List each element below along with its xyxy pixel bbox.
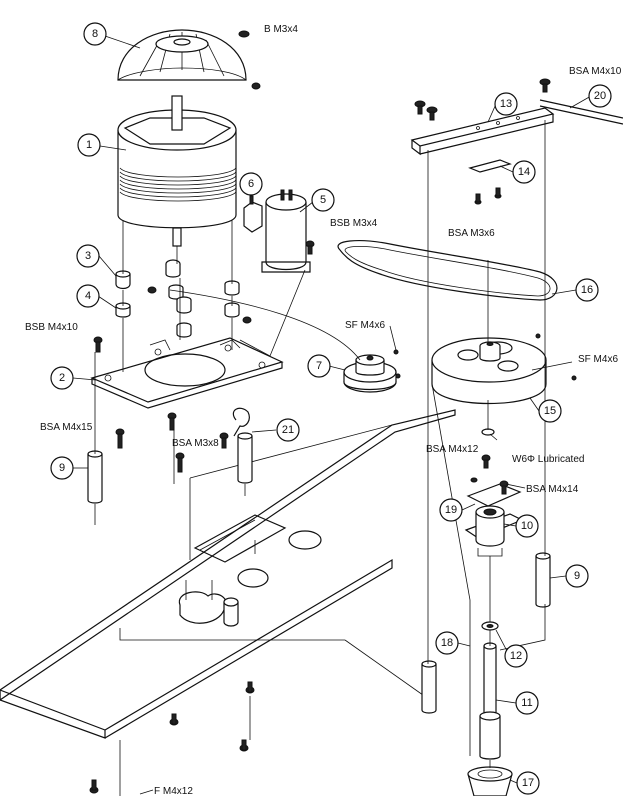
label-bsb-m3x4: BSB M3x4 — [330, 218, 378, 229]
callout-9-right-num: 9 — [574, 570, 580, 582]
callout-1-num: 1 — [86, 139, 92, 151]
base-plate — [0, 409, 456, 739]
capacitor — [261, 189, 311, 273]
cover-screw-bottom — [251, 82, 261, 90]
label-bsb-m4x10: BSB M4x10 — [25, 322, 78, 333]
callout-7-num: 7 — [316, 360, 322, 372]
label-bsa-m4x14: BSA M4x14 — [526, 484, 579, 495]
label-b-m3x4: B M3x4 — [264, 24, 298, 35]
callout-20: 20 — [588, 84, 612, 108]
callout-2: 2 — [50, 366, 74, 390]
bearing-housing — [464, 505, 524, 557]
bearing-screws — [470, 454, 509, 495]
callout-19: 19 — [439, 498, 463, 522]
callout-17-num: 17 — [522, 777, 534, 789]
callout-13: 13 — [494, 92, 518, 116]
bracket-plate — [468, 159, 512, 173]
callout-19-num: 19 — [445, 504, 457, 516]
spindle-shaft — [479, 642, 501, 760]
callout-5-num: 5 — [320, 194, 326, 206]
callout-6: 6 — [239, 172, 263, 196]
callout-9-left-num: 9 — [59, 462, 65, 474]
drive-rod — [539, 99, 623, 125]
callout-4-num: 4 — [85, 290, 91, 302]
callout-16: 16 — [575, 278, 599, 302]
drive-belt — [337, 240, 558, 301]
callout-9-left: 9 — [50, 456, 74, 480]
small-pulley — [343, 354, 397, 393]
callout-14-num: 14 — [518, 166, 530, 178]
callout-8: 8 — [83, 22, 107, 46]
callout-7: 7 — [307, 354, 331, 378]
label-sf-m4x6-right: SF M4x6 — [578, 354, 618, 365]
label-bsa-m4x10: BSA M4x10 — [569, 66, 622, 77]
label-bsa-m4x15: BSA M4x15 — [40, 422, 93, 433]
callout-18-num: 18 — [441, 637, 453, 649]
ground-wire — [232, 407, 250, 437]
screws-misc — [89, 240, 577, 794]
callout-3-num: 3 — [85, 250, 91, 262]
bearing-bracket — [466, 483, 522, 507]
label-bsa-m3x8: BSA M3x8 — [172, 438, 219, 449]
callout-12: 12 — [504, 644, 528, 668]
callout-5: 5 — [311, 188, 335, 212]
callout-15-num: 15 — [544, 405, 556, 417]
label-bsa-m3x6: BSA M3x6 — [448, 228, 495, 239]
standoff-left — [87, 450, 103, 504]
callout-15: 15 — [538, 399, 562, 423]
shaft-collar — [481, 621, 499, 631]
callout-9-right: 9 — [565, 564, 589, 588]
motor — [117, 95, 237, 247]
callout-8-num: 8 — [92, 28, 98, 40]
callout-21: 21 — [276, 418, 300, 442]
callout-18: 18 — [435, 631, 459, 655]
switch — [243, 195, 263, 233]
callout-20-num: 20 — [594, 90, 606, 102]
callout-14: 14 — [512, 160, 536, 184]
callout-10: 10 — [515, 514, 539, 538]
knob — [467, 766, 513, 796]
callout-12-num: 12 — [510, 650, 522, 662]
callout-leaders — [72, 35, 592, 795]
callout-11: 11 — [515, 691, 539, 715]
large-pulley — [431, 337, 547, 404]
callout-3: 3 — [76, 244, 100, 268]
callout-13-num: 13 — [500, 98, 512, 110]
label-sf-m4x6-left: SF M4x6 — [345, 320, 385, 331]
bracket-screws — [414, 78, 551, 205]
motor-mount-plate — [90, 337, 284, 409]
callout-2-num: 2 — [59, 372, 65, 384]
callout-16-num: 16 — [581, 284, 593, 296]
label-bsa-m4x12: BSA M4x12 — [426, 444, 479, 455]
label-w6-lubricated: W6Φ Lubricated — [512, 454, 584, 465]
callout-4: 4 — [76, 284, 100, 308]
motor-cover-dome — [117, 29, 247, 81]
callout-17: 17 — [516, 771, 540, 795]
standoff-lower — [421, 660, 437, 714]
callout-10-num: 10 — [521, 520, 533, 532]
assembly-guide-lines — [94, 120, 546, 796]
callout-11-num: 11 — [521, 697, 532, 709]
standoff-right — [535, 552, 551, 608]
callout-21-num: 21 — [282, 424, 294, 436]
upper-bracket — [410, 107, 555, 156]
standoff-center — [237, 432, 253, 484]
callout-1: 1 — [77, 133, 101, 157]
callout-6-num: 6 — [248, 178, 254, 190]
label-f-m4x12: F M4x12 — [154, 786, 193, 796]
cover-screw-top — [238, 30, 250, 38]
bushings-center — [147, 259, 252, 338]
